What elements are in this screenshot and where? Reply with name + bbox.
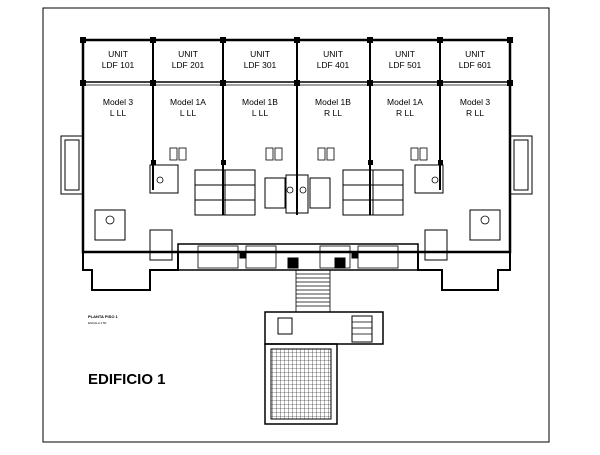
unit-model: Model 1A <box>170 97 206 107</box>
unit-code: LDF 101 <box>102 60 135 70</box>
balcony-right <box>509 135 533 195</box>
service-cores <box>94 164 501 261</box>
unit-ldf-401: UNIT LDF 401 Model 1B R LL <box>315 49 351 118</box>
unit-word: UNIT <box>108 49 128 59</box>
unit-ldf-101: UNIT LDF 101 Model 3 L LL <box>102 49 135 118</box>
unit-code: LDF 301 <box>244 60 277 70</box>
furniture-symbols <box>105 147 490 225</box>
unit-ldf-201: UNIT LDF 201 Model 1A L LL <box>170 49 206 118</box>
unit-code: LDF 201 <box>172 60 205 70</box>
unit-orientation: R LL <box>466 108 484 118</box>
plan-scale: ESCALA 1:50 <box>88 321 107 325</box>
unit-orientation: L LL <box>252 108 269 118</box>
unit-code: LDF 401 <box>317 60 350 70</box>
unit-code: LDF 501 <box>389 60 422 70</box>
entry-stair <box>295 269 331 313</box>
column-markers <box>80 37 513 165</box>
unit-model: Model 1B <box>242 97 278 107</box>
building-label: EDIFICIO 1 <box>88 371 166 388</box>
unit-word: UNIT <box>178 49 198 59</box>
unit-orientation: L LL <box>110 108 127 118</box>
unit-ldf-301: UNIT LDF 301 Model 1B L LL <box>242 49 278 118</box>
unit-orientation: R LL <box>396 108 414 118</box>
unit-word: UNIT <box>323 49 343 59</box>
unit-ldf-601: UNIT LDF 601 Model 3 R LL <box>459 49 492 118</box>
unit-orientation: R LL <box>324 108 342 118</box>
unit-code: LDF 601 <box>459 60 492 70</box>
unit-model: Model 3 <box>460 97 491 107</box>
unit-model: Model 3 <box>103 97 134 107</box>
unit-word: UNIT <box>465 49 485 59</box>
balcony-left <box>60 135 84 195</box>
unit-orientation: L LL <box>180 108 197 118</box>
unit-ldf-501: UNIT LDF 501 Model 1A R LL <box>387 49 423 118</box>
annex-block <box>264 311 384 425</box>
unit-word: UNIT <box>250 49 270 59</box>
plan-caption: PLANTA PISO 1 <box>88 314 119 319</box>
sheet-border <box>42 7 550 443</box>
unit-labels: UNIT LDF 101 Model 3 L LL UNIT LDF 201 M… <box>102 49 492 118</box>
unit-model: Model 1A <box>387 97 423 107</box>
unit-model: Model 1B <box>315 97 351 107</box>
unit-word: UNIT <box>395 49 415 59</box>
lower-wings <box>82 243 511 291</box>
